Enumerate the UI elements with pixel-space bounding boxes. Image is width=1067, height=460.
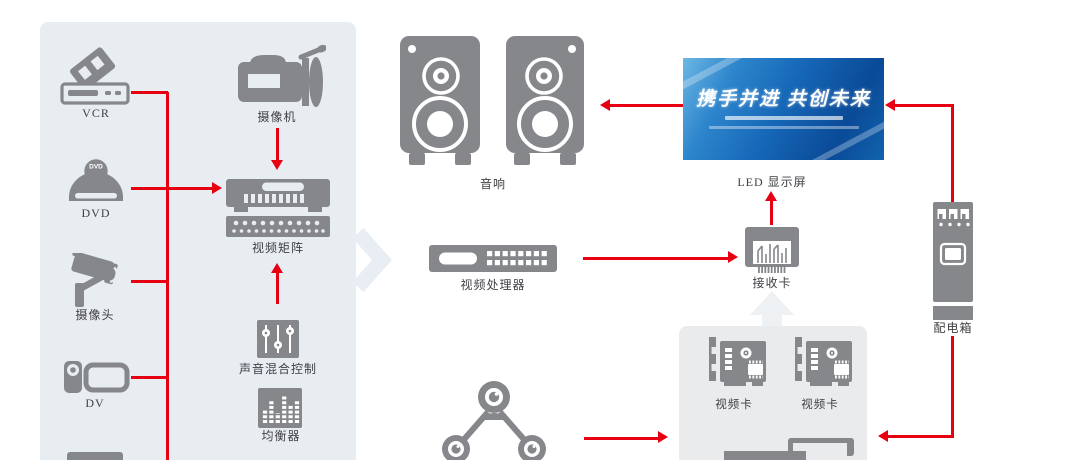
receiver-card-label: 接收卡 bbox=[752, 276, 792, 290]
audio-mixer-label: 声音混合控制 bbox=[238, 362, 318, 376]
video-card-1-icon bbox=[699, 336, 769, 392]
dvd-label: DVD bbox=[81, 206, 111, 220]
arrow-mixer-up bbox=[271, 263, 283, 273]
mixer-to-matrix-line bbox=[276, 271, 279, 304]
dvd-to-matrix-line bbox=[131, 187, 214, 190]
processor-to-receiver-line bbox=[583, 257, 730, 260]
cropped-device-icon bbox=[67, 452, 123, 460]
webcam-network-icon bbox=[432, 378, 556, 460]
speaker-right-icon bbox=[506, 36, 584, 168]
vcr-stub-line bbox=[131, 91, 168, 94]
arrow-into-computer bbox=[878, 430, 888, 442]
cctv-label: 摄像头 bbox=[75, 308, 115, 322]
dv-label: DV bbox=[85, 396, 105, 410]
video-card-2-label: 视频卡 bbox=[801, 399, 839, 411]
webcams-to-panel-line bbox=[584, 437, 660, 440]
video-matrix-icon bbox=[226, 179, 330, 237]
led-banner-subline bbox=[708, 126, 859, 129]
arrow-into-matrix bbox=[212, 182, 222, 194]
flow-arrow-up-watermark bbox=[743, 289, 801, 346]
dv-stub-line bbox=[131, 376, 168, 379]
powerbox-down-line bbox=[951, 336, 954, 437]
equalizer-icon bbox=[258, 388, 302, 428]
speakers-label: 音响 bbox=[479, 177, 507, 191]
video-processor-icon bbox=[429, 245, 557, 272]
video-card-2-icon bbox=[785, 336, 855, 392]
arrow-camera-down bbox=[271, 160, 283, 170]
source-trunk-line bbox=[166, 92, 169, 460]
dv-camcorder-icon bbox=[62, 358, 130, 396]
powerbox-up-line bbox=[951, 105, 954, 203]
led-streak bbox=[799, 105, 884, 160]
arrow-receiver-up bbox=[765, 191, 777, 201]
powerbox-to-computer-line bbox=[888, 435, 954, 438]
powerbox-to-led-line bbox=[894, 104, 954, 107]
computer-monitor-screen bbox=[793, 443, 847, 456]
flow-chevron-right-watermark bbox=[352, 228, 400, 297]
speaker-left-icon bbox=[400, 36, 480, 168]
video-processor-label: 视频处理器 bbox=[460, 278, 526, 292]
computer-base-partial-icon bbox=[724, 451, 806, 460]
receiver-card-icon bbox=[745, 227, 799, 275]
video-card-1-label: 视频卡 bbox=[715, 399, 753, 411]
led-banner-subline bbox=[724, 116, 843, 120]
arrow-into-receiver bbox=[728, 251, 738, 263]
vcr-icon bbox=[59, 44, 131, 106]
led-display: 携手并进 共创未来 bbox=[683, 58, 884, 160]
camera-to-matrix-line bbox=[276, 128, 279, 162]
svg-text:DVD: DVD bbox=[89, 164, 103, 171]
arrow-into-panel bbox=[658, 431, 668, 443]
cctv-stub-line bbox=[131, 280, 168, 283]
dvd-player-icon: DVD bbox=[65, 155, 127, 203]
vcr-label: VCR bbox=[82, 106, 110, 120]
equalizer-label: 均衡器 bbox=[261, 429, 301, 443]
studio-camera-icon bbox=[230, 44, 326, 108]
power-box-label: 配电箱 bbox=[933, 321, 973, 335]
led-screen-label: LED 显示屏 bbox=[737, 175, 807, 189]
arrow-into-speakers bbox=[600, 99, 610, 111]
led-to-speakers-line bbox=[609, 104, 683, 107]
studio-camera-label: 摄像机 bbox=[257, 110, 297, 124]
video-matrix-label: 视频矩阵 bbox=[251, 241, 305, 255]
audio-mixer-icon bbox=[257, 320, 299, 358]
arrow-into-led bbox=[885, 99, 895, 111]
receiver-to-led-line bbox=[770, 199, 773, 225]
led-banner-headline: 携手并进 共创未来 bbox=[696, 89, 871, 110]
cctv-camera-icon bbox=[64, 253, 122, 309]
power-box-icon bbox=[933, 202, 973, 320]
